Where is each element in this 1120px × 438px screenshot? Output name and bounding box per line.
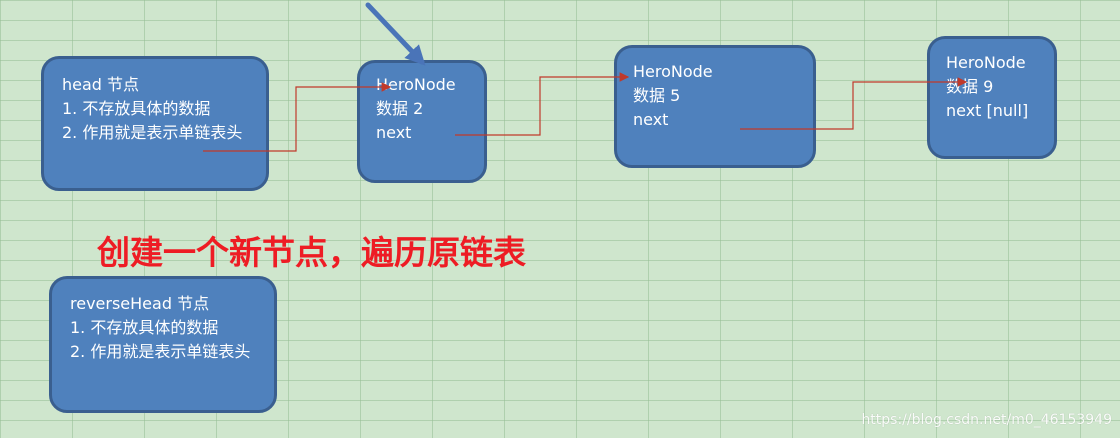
reverse-head-node: reverseHead 节点 1. 不存放具体的数据 2. 作用就是表示单链表头 bbox=[49, 276, 277, 413]
hero-node-5: HeroNode 数据 5 next bbox=[614, 45, 816, 168]
headline: 创建一个新节点，遍历原链表 bbox=[97, 233, 526, 272]
hero-node-data: 数据 9 bbox=[946, 77, 994, 96]
hero-node-9: HeroNode 数据 9 next [null] bbox=[927, 36, 1057, 159]
head-node-line1: 1. 不存放具体的数据 bbox=[62, 99, 211, 118]
reverse-head-line1: 1. 不存放具体的数据 bbox=[70, 318, 219, 337]
hero-node-next: next [null] bbox=[946, 101, 1029, 120]
hero-node-next: next bbox=[376, 123, 412, 142]
hero-node-next: next bbox=[633, 110, 669, 129]
head-node-line2: 2. 作用就是表示单链表头 bbox=[62, 123, 243, 142]
hero-node-2: HeroNode 数据 2 next bbox=[357, 60, 487, 183]
hero-node-data: 数据 2 bbox=[376, 99, 424, 118]
hero-node-title: HeroNode bbox=[946, 53, 1026, 72]
head-node-title: head 节点 bbox=[62, 75, 140, 94]
reverse-head-title: reverseHead 节点 bbox=[70, 294, 210, 313]
hero-node-data: 数据 5 bbox=[633, 86, 681, 105]
hero-node-title: HeroNode bbox=[376, 75, 456, 94]
reverse-head-line2: 2. 作用就是表示单链表头 bbox=[70, 342, 251, 361]
hero-node-title: HeroNode bbox=[633, 62, 713, 81]
head-node: head 节点 1. 不存放具体的数据 2. 作用就是表示单链表头 bbox=[41, 56, 269, 191]
watermark: https://blog.csdn.net/m0_46153949 bbox=[861, 412, 1112, 428]
pointer-arrow bbox=[365, 2, 426, 66]
